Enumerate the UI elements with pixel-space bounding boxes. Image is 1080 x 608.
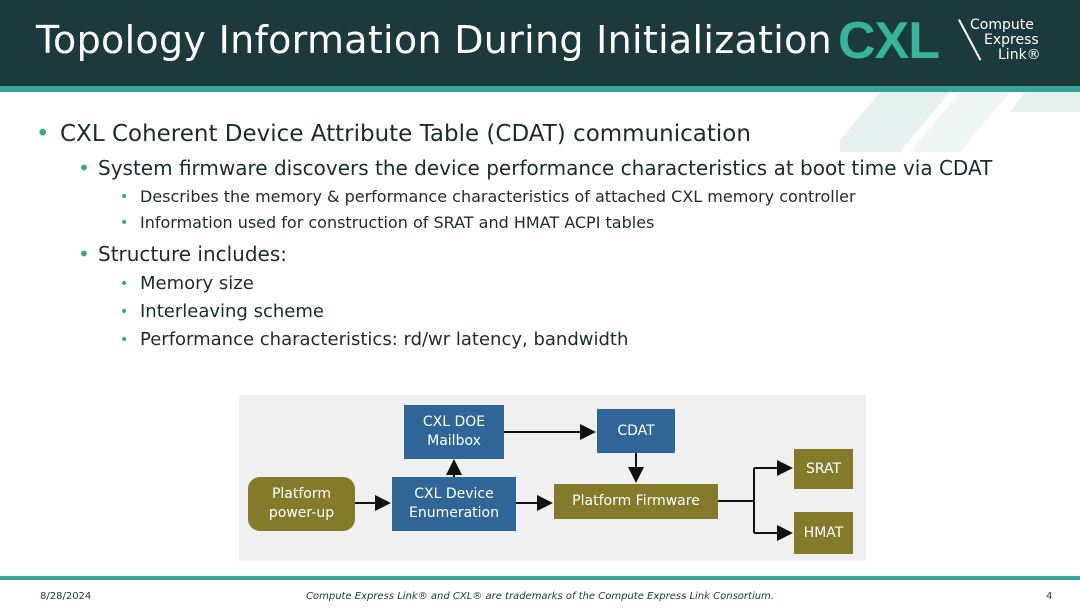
box-label: SRAT (805, 460, 842, 477)
bullet-dot: • (120, 276, 129, 292)
bullet-firmware-discovers: • System firmware discovers the device p… (34, 152, 1044, 184)
footer-date: 8/28/2024 (40, 591, 92, 602)
bullet-performance-characteristics: • Performance characteristics: rd/wr lat… (34, 326, 1044, 354)
box-label: HMAT (803, 524, 844, 541)
slide-header: Topology Information During Initializati… (0, 0, 1080, 86)
bullet-text: Structure includes: (98, 242, 288, 266)
footer-trademark: Compute Express Link® and CXL® are trade… (306, 591, 774, 602)
header-accent-stripe (0, 86, 1080, 92)
bullet-dot: • (120, 189, 129, 205)
bullet-information-used: • Information used for construction of S… (34, 210, 1044, 236)
bullet-describes-memory: • Describes the memory & performance cha… (34, 184, 1044, 210)
box-label: CDAT (617, 422, 655, 439)
box-label: Platform power-up (268, 486, 335, 521)
cxl-doe-mailbox-box: CXL DOE Mailbox (404, 405, 504, 459)
slide-title: Topology Information During Initializati… (36, 18, 833, 62)
bullet-text: CXL Coherent Device Attribute Table (CDA… (60, 121, 751, 147)
bullet-text: System firmware discovers the device per… (98, 156, 993, 180)
cdat-box: CDAT (597, 409, 675, 453)
initialization-flow-diagram: Platform power-up CXL Device Enumeration… (239, 395, 866, 561)
cxl-logo-mark: CXL (838, 12, 940, 70)
bullet-text: Describes the memory & performance chara… (140, 187, 856, 206)
cxl-logo-text: Compute Express Link® (970, 18, 1041, 63)
bullet-interleaving-scheme: • Interleaving scheme (34, 298, 1044, 326)
bullet-text: Interleaving scheme (140, 301, 324, 322)
bullet-structure-includes: • Structure includes: (34, 238, 1044, 270)
bullet-text: Performance characteristics: rd/wr laten… (140, 329, 629, 350)
platform-power-up-box: Platform power-up (248, 477, 355, 531)
logo-line-express: Express (984, 32, 1039, 48)
bullet-cdat-communication: • CXL Coherent Device Attribute Table (C… (34, 116, 1044, 152)
bullet-memory-size: • Memory size (34, 270, 1044, 298)
bullet-dot: • (78, 242, 90, 266)
bullet-dot: • (120, 215, 129, 231)
slide-body: • CXL Coherent Device Attribute Table (C… (34, 116, 1044, 354)
hmat-box: HMAT (794, 512, 853, 554)
page-number: 4 (1046, 591, 1053, 602)
cxl-logo: CXL Compute Express Link® (838, 14, 1058, 70)
box-label: Platform Firmware (572, 493, 700, 509)
box-label: CXL DOE Mailbox (422, 414, 486, 449)
box-label: CXL Device Enumeration (409, 486, 499, 521)
cxl-device-enumeration-box: CXL Device Enumeration (392, 477, 516, 531)
header-decoration (840, 92, 1080, 152)
footer-accent-stripe (0, 576, 1080, 580)
bullet-dot: • (120, 332, 129, 348)
bullet-dot: • (78, 156, 90, 180)
bullet-text: Information used for construction of SRA… (140, 213, 655, 232)
bullet-dot: • (120, 304, 129, 320)
bullet-dot: • (36, 121, 50, 147)
logo-line-link: Link® (998, 47, 1041, 63)
bullet-text: Memory size (140, 273, 254, 294)
diagram-arrows (355, 424, 793, 541)
platform-firmware-box: Platform Firmware (554, 484, 718, 519)
logo-line-compute: Compute (970, 17, 1034, 33)
srat-box: SRAT (794, 449, 853, 489)
